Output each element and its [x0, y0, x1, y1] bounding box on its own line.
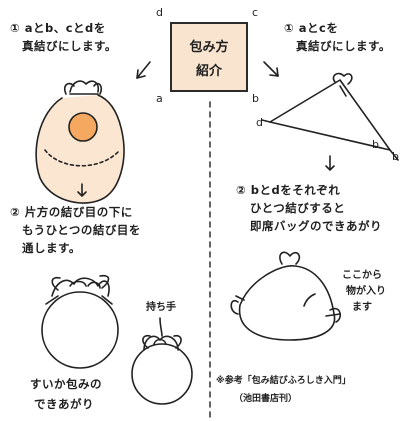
left-step1-line2: 真結びにします。 [22, 39, 117, 53]
right-step2-line3: 即席バッグのできあがり [250, 219, 382, 233]
right-step2-line1: ② bとdをそれぞれ [236, 183, 341, 197]
left-step2-line1: ② 片方の結び目の下に [10, 205, 133, 219]
wrapped-watermelon-bundle [35, 80, 125, 204]
bag-opening-line3: ます [352, 302, 372, 313]
left-result-line1: すいか包みの [30, 377, 102, 391]
bag-opening-line1: ここから [342, 270, 382, 281]
center-title-box: 包み方 紹介 [170, 22, 248, 92]
left-step2-line2: もうひとつの結び目を [22, 223, 141, 237]
knotted-bundle-large [41, 274, 119, 369]
triangle-label-b1: b [372, 138, 379, 151]
corner-label-bottom-left: a [156, 92, 163, 105]
handle-label: 持ち手 [146, 302, 176, 313]
triangle-label-b2: b [392, 150, 399, 163]
corner-label-bottom-right: b [252, 92, 259, 105]
right-step1-line1: ① aとcを [284, 21, 339, 35]
arrow-down-left-icon [136, 61, 151, 79]
arrow-down-right-icon [263, 61, 279, 77]
left-step1-line1: ① aとb、cとdを [10, 21, 106, 35]
arrow-down-icon-right [325, 155, 335, 171]
folded-triangle-cloth [261, 72, 399, 161]
source-note-line2: （池田書店刊） [234, 394, 298, 404]
center-title-line2: 紹介 [195, 64, 222, 79]
knotted-bundle-small [131, 317, 193, 405]
corner-label-top-left: d [156, 6, 163, 19]
arrow-down-icon [77, 183, 87, 197]
triangle-label-d: d [256, 116, 263, 129]
corner-label-top-right: c [252, 6, 259, 19]
left-step2-line3: 通します。 [22, 241, 81, 255]
right-step1-line2: 真結びにします。 [296, 39, 391, 53]
instant-bag [230, 251, 342, 341]
source-note-line1: ※参考「包み結びふろしき入門」 [216, 376, 351, 386]
bag-opening-line2: 物が入り [346, 286, 386, 297]
center-title-line1: 包み方 [189, 40, 229, 55]
right-step2-line2: ひとつ結びすると [250, 201, 346, 215]
left-result-line2: できあがり [34, 397, 94, 411]
